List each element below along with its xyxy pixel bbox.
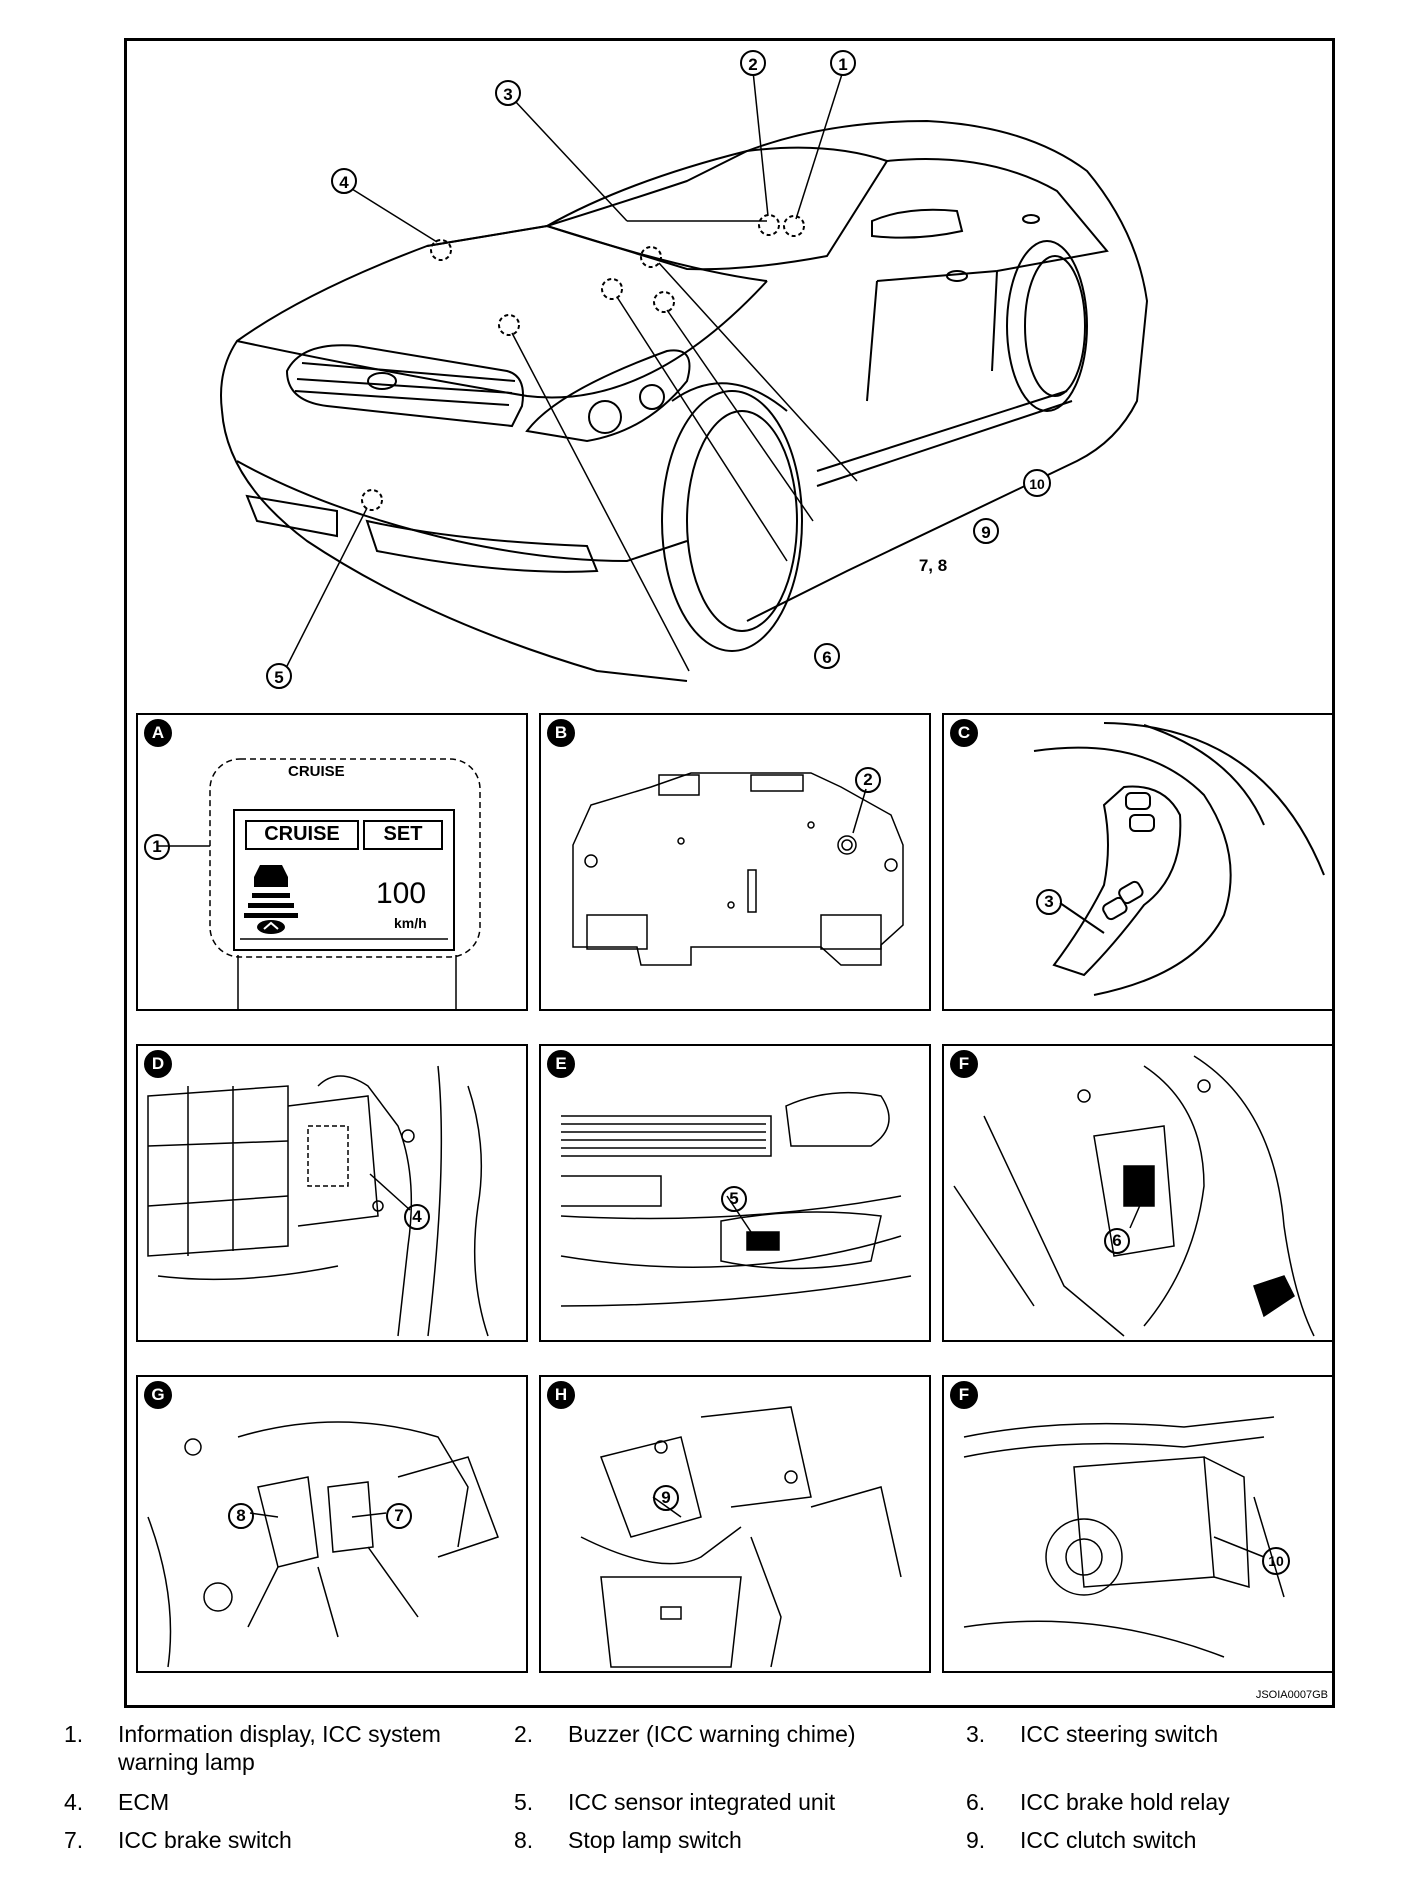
panel-h-callout-9: 9 — [653, 1485, 679, 1511]
panel-letter: H — [547, 1381, 575, 1409]
display-set-label: SET — [383, 823, 423, 845]
panel-letter: E — [547, 1050, 575, 1078]
panel-f-icc-clutch-relay: F 10 — [942, 1375, 1334, 1673]
panel-d-callout-4: 4 — [404, 1204, 430, 1230]
panel-f-brake-hold-relay: F 6 — [942, 1044, 1334, 1342]
legend-num: 2. — [514, 1721, 534, 1747]
display-caption: CRUISE — [288, 763, 345, 780]
legend-text: ICC steering switch — [1020, 1721, 1219, 1747]
panel-f2-callout-10: 10 — [1262, 1547, 1290, 1575]
legend-text: ECM — [118, 1789, 170, 1815]
legend-num: 7. — [64, 1827, 84, 1853]
car-callout-2: 2 — [740, 50, 766, 76]
display-speed: 100 — [376, 877, 427, 910]
svg-text:2: 2 — [748, 55, 757, 74]
display-unit: km/h — [394, 915, 427, 931]
panel-b-callout-2: 2 — [855, 767, 881, 793]
legend-text: Buzzer (ICC warning chime) — [568, 1721, 856, 1747]
panel-f-callout-6: 6 — [1104, 1228, 1130, 1254]
legend-text: ICC brake switch — [118, 1827, 292, 1853]
car-callout-5: 5 — [266, 663, 292, 689]
svg-text:1: 1 — [838, 55, 847, 74]
panel-e-sensor-unit: E 5 — [539, 1044, 931, 1342]
panel-letter: D — [144, 1050, 172, 1078]
svg-text:10: 10 — [1029, 476, 1045, 492]
svg-text:3: 3 — [503, 85, 512, 104]
svg-text:5: 5 — [274, 668, 283, 687]
legend: 1. Information display, ICC system warni… — [0, 1720, 1408, 1878]
panel-a-information-display: A CRUISE CRUISE SET 100 km/h 1 — [136, 713, 528, 1011]
panel-letter: A — [144, 719, 172, 747]
panel-c-callout-3: 3 — [1036, 889, 1062, 915]
display-mode-label: CRUISE — [264, 823, 340, 845]
legend-num: 4. — [64, 1789, 84, 1815]
car-callout-4: 4 — [331, 168, 357, 194]
legend-num: 3. — [966, 1721, 986, 1747]
panel-g-callout-8: 8 — [228, 1503, 254, 1529]
car-callout-7-8: 7, 8 — [919, 556, 947, 575]
panel-letter: F — [950, 1050, 978, 1078]
panel-letter: C — [950, 719, 978, 747]
svg-text:9: 9 — [981, 523, 990, 542]
legend-text: Information display, ICC system warning … — [118, 1721, 441, 1775]
panel-g-callout-7: 7 — [386, 1503, 412, 1529]
car-callout-3: 3 — [495, 80, 521, 106]
svg-text:6: 6 — [822, 648, 831, 667]
panel-letter: F — [950, 1381, 978, 1409]
legend-num: 1. — [64, 1721, 84, 1747]
panel-a-callout-1: 1 — [144, 834, 170, 860]
car-overview-illustration: 1 2 3 4 5 6 7, 8 9 10 — [220, 50, 1149, 689]
legend-text: ICC clutch switch — [1020, 1827, 1197, 1853]
car-callout-10: 10 — [1023, 469, 1051, 497]
svg-text:4: 4 — [339, 173, 349, 192]
panel-b-buzzer: B 2 — [539, 713, 931, 1011]
panel-h-clutch-switch: H 9 — [539, 1375, 931, 1673]
legend-num: 5. — [514, 1789, 534, 1815]
legend-num: 9. — [966, 1827, 986, 1853]
panel-d-ecm: D 4 — [136, 1044, 528, 1342]
panel-e-callout-5: 5 — [721, 1186, 747, 1212]
figure-id: JSOIA0007GB — [1255, 1689, 1328, 1701]
panel-letter: B — [547, 719, 575, 747]
car-callout-6: 6 — [814, 643, 840, 669]
diagram-frame: 1 2 3 4 5 6 7, 8 9 10 A — [124, 38, 1335, 1708]
legend-num: 8. — [514, 1827, 534, 1853]
panel-letter: G — [144, 1381, 172, 1409]
legend-text: ICC sensor integrated unit — [568, 1789, 836, 1815]
car-callout-1: 1 — [830, 50, 856, 76]
legend-num: 6. — [966, 1789, 986, 1815]
legend-text: Stop lamp switch — [568, 1827, 742, 1853]
legend-text: ICC brake hold relay — [1020, 1789, 1230, 1815]
car-callout-9: 9 — [973, 518, 999, 544]
panel-c-steering-switch: C 3 — [942, 713, 1334, 1011]
svg-text:7, 8: 7, 8 — [919, 556, 947, 575]
panel-g-brake-switches: G 8 7 — [136, 1375, 528, 1673]
